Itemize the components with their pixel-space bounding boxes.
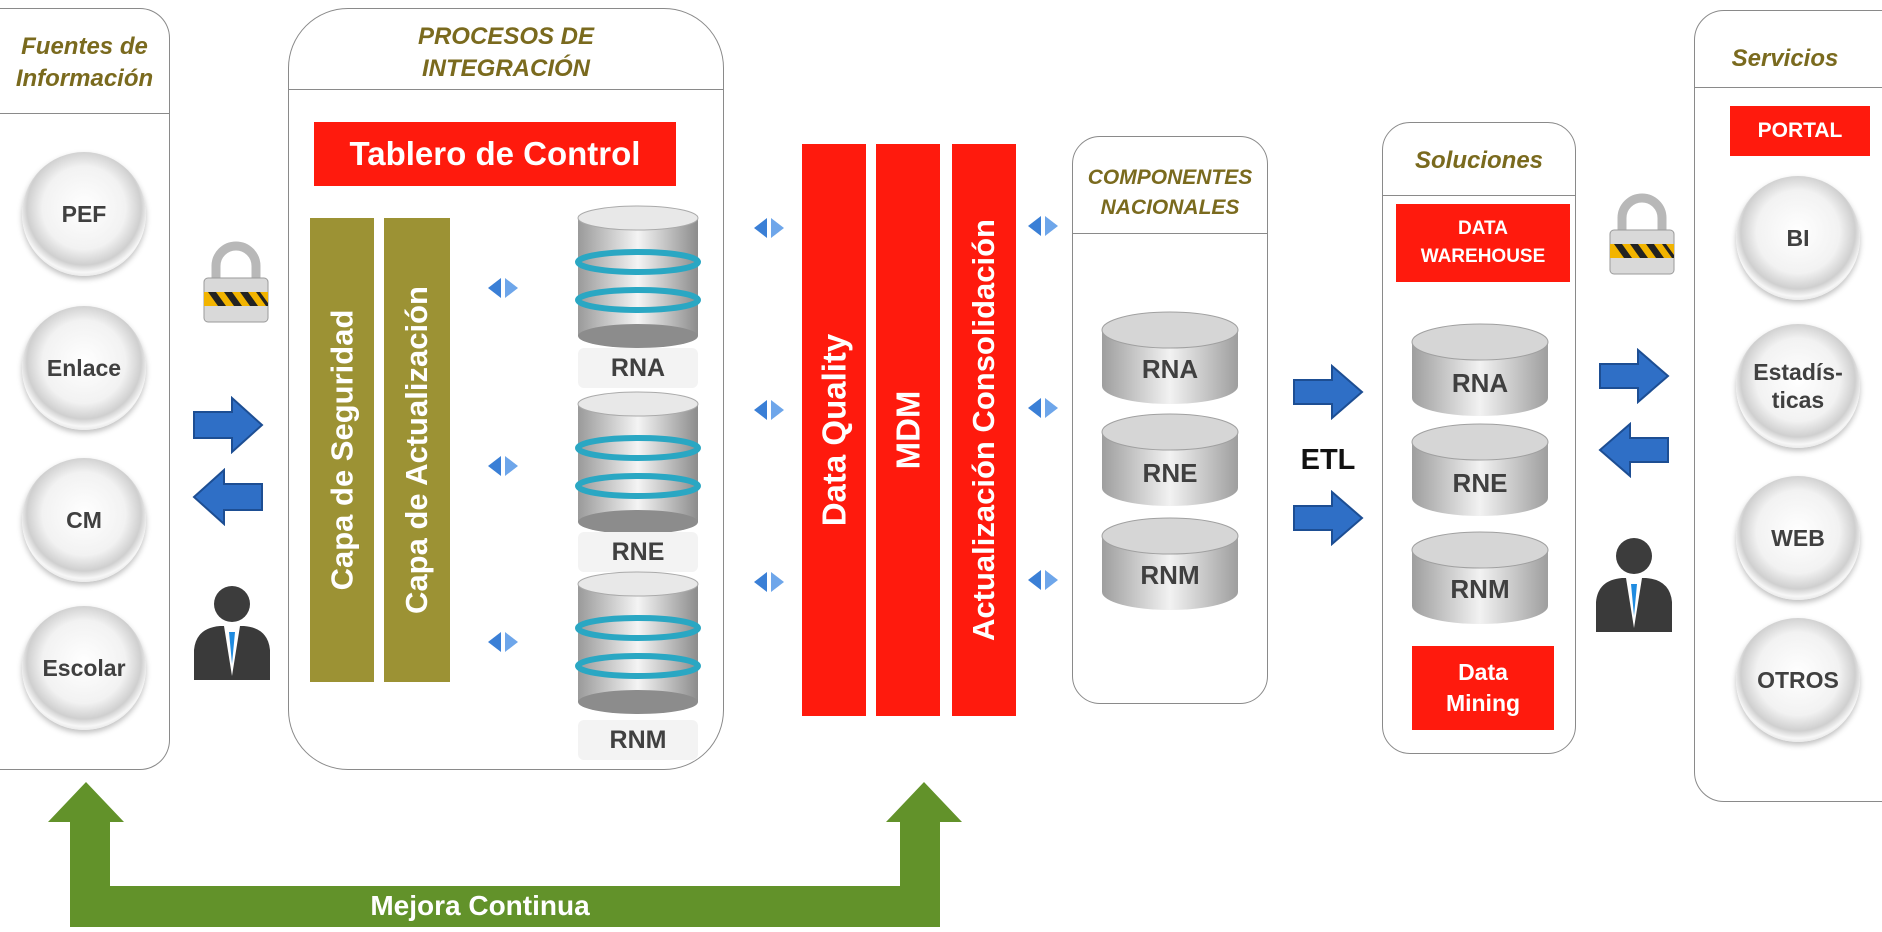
double-arrow-icon <box>752 398 786 422</box>
database-label-rnm: RNM <box>578 720 698 760</box>
solutions-db-rnm[interactable]: RNM <box>1410 530 1550 626</box>
double-arrow-icon <box>486 454 520 478</box>
feedback-arrow <box>44 780 964 927</box>
national-db-rne-label: RNE <box>1142 458 1198 488</box>
national-title: COMPONENTES NACIONALES <box>1087 166 1253 219</box>
service-bi-label: BI <box>1786 225 1810 251</box>
national-db-rnm-label: RNM <box>1140 560 1200 590</box>
data-quality-bar[interactable]: Data Quality <box>802 144 866 716</box>
source-cm-label: CM <box>66 507 102 533</box>
sources-divider <box>0 113 169 114</box>
source-pef-label: PEF <box>61 201 107 227</box>
double-arrow-icon <box>752 216 786 240</box>
double-arrow-icon <box>752 570 786 594</box>
service-web[interactable]: WEB <box>1736 476 1860 600</box>
arrow-right-icon <box>192 395 264 455</box>
data-warehouse-box[interactable]: DATA WAREHOUSE <box>1396 204 1570 282</box>
update-layer-label: Capa de Actualización <box>399 286 435 614</box>
solutions-title: Soluciones <box>1414 147 1544 174</box>
mdm-bar[interactable]: MDM <box>876 144 940 716</box>
update-layer: Capa de Actualización <box>384 218 450 682</box>
database-stack-rna[interactable]: RNA <box>570 200 706 390</box>
solutions-db-rna[interactable]: RNA <box>1410 322 1550 418</box>
national-db-rnm[interactable]: RNM <box>1100 516 1240 612</box>
database-label-rne: RNE <box>578 532 698 572</box>
service-estadisticas-label: Estadís- ticas <box>1753 359 1843 413</box>
feedback-label: Mejora Continua <box>370 890 590 921</box>
user-icon <box>190 580 274 680</box>
source-escolar[interactable]: Escolar <box>22 606 146 730</box>
source-pef[interactable]: PEF <box>22 152 146 276</box>
service-bi[interactable]: BI <box>1736 176 1860 300</box>
services-title: Servicios <box>1731 45 1839 72</box>
lock-icon <box>1604 192 1680 278</box>
etl-arrow-bottom-icon <box>1292 489 1364 547</box>
national-db-rne[interactable]: RNE <box>1100 412 1240 508</box>
services-divider <box>1695 87 1882 88</box>
mdm-label: MDM <box>889 390 926 470</box>
lock-icon <box>198 240 274 326</box>
source-cm[interactable]: CM <box>22 458 146 582</box>
portal-box[interactable]: PORTAL <box>1730 106 1870 156</box>
integration-title: PROCESOS DE INTEGRACIÓN <box>417 23 595 82</box>
solutions-divider <box>1383 195 1575 196</box>
service-otros-label: OTROS <box>1757 667 1839 693</box>
solutions-db-rna-label: RNA <box>1451 368 1509 398</box>
database-stack-rne[interactable]: RNE <box>570 386 706 576</box>
consolidation-label: Actualización Consolidación <box>966 219 1001 641</box>
source-enlace-label: Enlace <box>46 355 122 381</box>
national-divider <box>1073 233 1267 234</box>
etl-arrow-top-icon <box>1292 363 1364 421</box>
data-quality-label: Data Quality <box>815 333 852 527</box>
etl-label: ETL <box>1300 444 1356 476</box>
database-label-rna: RNA <box>578 348 698 388</box>
source-enlace[interactable]: Enlace <box>22 306 146 430</box>
double-arrow-icon <box>1026 396 1060 420</box>
service-otros[interactable]: OTROS <box>1736 618 1860 742</box>
double-arrow-icon <box>1026 568 1060 592</box>
double-arrow-icon <box>486 276 520 300</box>
double-arrow-icon <box>1026 214 1060 238</box>
sources-title: Fuentes de Información <box>15 33 154 92</box>
service-estadisticas[interactable]: Estadís- ticas <box>1736 324 1860 448</box>
arrow-right-icon <box>1598 347 1670 405</box>
consolidation-bar[interactable]: Actualización Consolidación <box>952 144 1016 716</box>
service-web-label: WEB <box>1771 525 1825 551</box>
arrow-left-icon <box>1598 421 1670 479</box>
integration-divider <box>289 89 723 90</box>
solutions-db-rne-label: RNE <box>1452 468 1508 498</box>
database-stack-rnm[interactable]: RNM <box>570 566 706 760</box>
double-arrow-icon <box>486 630 520 654</box>
dashboard-box[interactable]: Tablero de Control <box>314 122 676 186</box>
solutions-db-rne[interactable]: RNE <box>1410 422 1550 518</box>
arrow-left-icon <box>192 467 264 527</box>
national-db-rna[interactable]: RNA <box>1100 310 1240 406</box>
security-layer: Capa de Seguridad <box>310 218 374 682</box>
national-db-rna-label: RNA <box>1141 354 1199 384</box>
data-mining-box[interactable]: Data Mining <box>1412 646 1554 730</box>
user-icon <box>1592 532 1676 632</box>
security-layer-label: Capa de Seguridad <box>324 309 360 591</box>
solutions-db-rnm-label: RNM <box>1450 574 1510 604</box>
source-escolar-label: Escolar <box>42 655 126 681</box>
